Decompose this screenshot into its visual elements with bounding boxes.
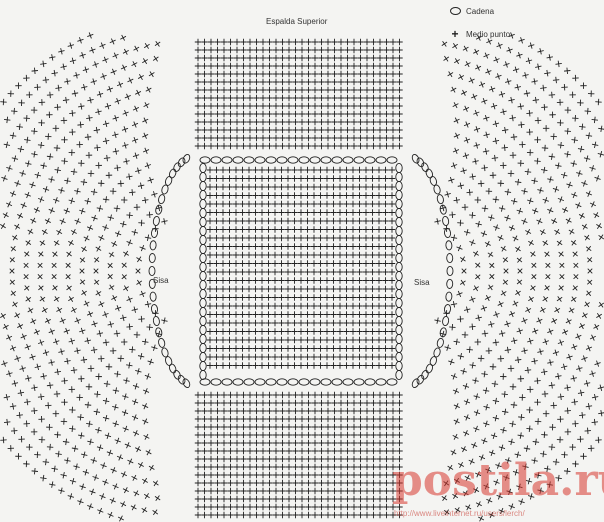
- armhole-chains: [148, 154, 454, 388]
- armhole-right-label: Sisa: [414, 278, 430, 287]
- diagram-title: Espalda Superior: [266, 17, 328, 26]
- chain-border: [199, 156, 403, 386]
- legend-single-crochet: + Medio punto: [447, 27, 510, 41]
- legend-single-crochet-label: Medio punto: [466, 29, 511, 39]
- legend-chain: Cadena: [447, 4, 510, 18]
- chain-oval-icon: [447, 7, 463, 15]
- legend-chain-label: Cadena: [466, 6, 495, 16]
- watermark-logo: postila.ru: [392, 455, 604, 506]
- sleeve-right-stitches: [434, 32, 604, 522]
- sleeve-left-stitches: [0, 32, 168, 522]
- armhole-left-label: Sisa: [153, 276, 169, 285]
- watermark-url: http://www.liveinternet.ru/users/lerch/: [394, 509, 525, 518]
- stitch-panels: [194, 38, 403, 519]
- legend: Cadena + Medio punto: [447, 4, 510, 50]
- plus-stitch-icon: +: [451, 27, 459, 41]
